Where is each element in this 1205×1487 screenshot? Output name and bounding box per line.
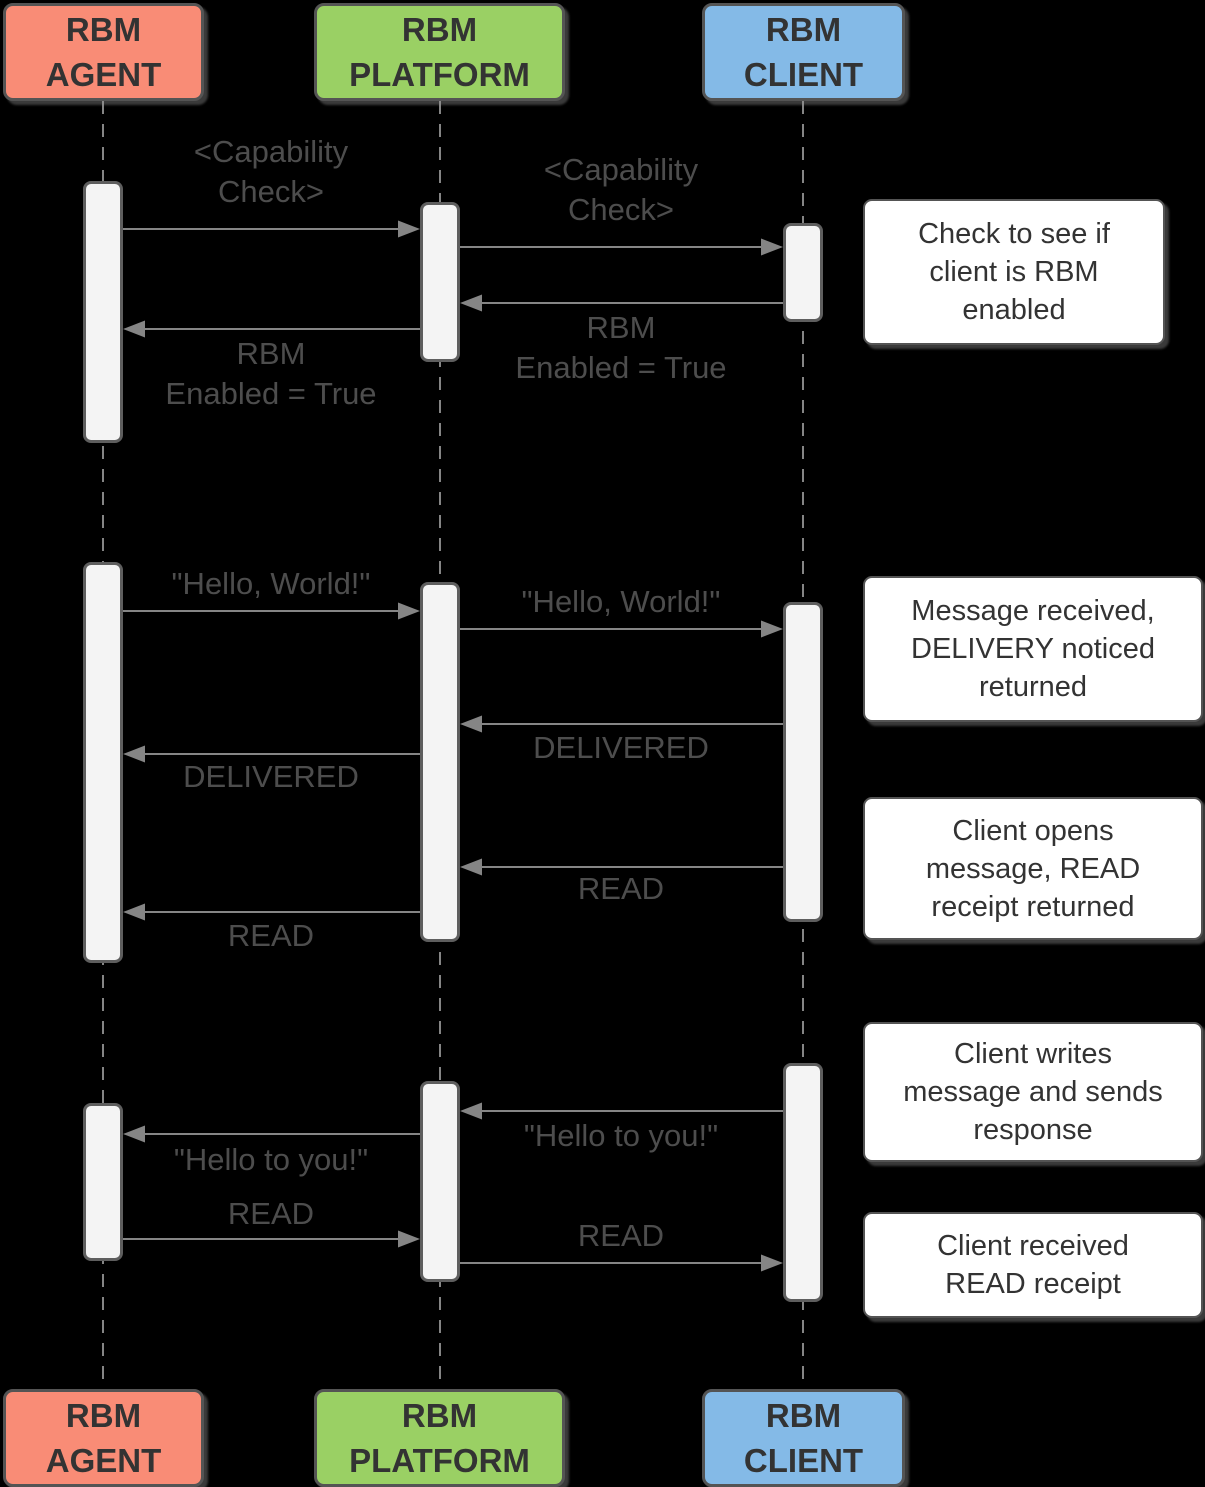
- arrowhead-capability-platform-to-client: [761, 238, 783, 256]
- label-capability-check-left: <Capability Check>: [193, 134, 349, 209]
- label-rbm-enabled-right: RBM Enabled = True: [515, 310, 727, 385]
- arrowhead-read-agent-to-platform: [398, 1230, 420, 1248]
- arrowhead-delivered-platform-to-agent: [123, 745, 145, 763]
- note-capability-check: Check to see if client is RBM enabled: [863, 199, 1165, 345]
- arrowhead-read-platform-to-client: [761, 1254, 783, 1272]
- activation-client-1: [783, 223, 823, 322]
- arrowhead-hello-to-you-platform-to-agent: [123, 1125, 145, 1143]
- arrowhead-enabled-platform-to-agent: [123, 320, 145, 338]
- note-message-delivered: Message received, DELIVERY noticed retur…: [863, 576, 1203, 722]
- label-capability-check-right: <Capability Check>: [543, 152, 699, 227]
- note-read-received: Client received READ receipt: [863, 1212, 1203, 1318]
- arrowhead-hello-world-platform-to-client: [761, 620, 783, 638]
- activation-agent-2: [83, 562, 123, 963]
- label-read-left-2: READ: [227, 1196, 315, 1231]
- label-delivered-right: DELIVERED: [533, 730, 709, 765]
- actor-rbm-agent-top: RBM AGENT: [3, 3, 204, 101]
- activation-platform-1: [420, 202, 460, 362]
- note-client-response: Client writes message and sends response: [863, 1022, 1203, 1162]
- arrowhead-read-platform-to-agent: [123, 903, 145, 921]
- activation-platform-2: [420, 582, 460, 942]
- activation-agent-3: [83, 1103, 123, 1261]
- label-delivered-left: DELIVERED: [183, 759, 359, 794]
- actor-rbm-platform-top: RBM PLATFORM: [314, 3, 565, 101]
- note-read-receipt: Client opens message, READ receipt retur…: [863, 797, 1203, 940]
- label-hello-world-left: "Hello, World!": [171, 566, 371, 601]
- label-rbm-enabled-left: RBM Enabled = True: [165, 336, 377, 411]
- label-read-right: READ: [577, 871, 665, 906]
- actor-rbm-client-top: RBM CLIENT: [702, 3, 905, 101]
- label-read-right-2: READ: [577, 1218, 665, 1253]
- arrowhead-hello-to-you-client-to-platform: [460, 1102, 482, 1120]
- activation-client-2: [783, 602, 823, 922]
- actor-rbm-agent-bottom: RBM AGENT: [3, 1389, 204, 1487]
- arrowhead-read-client-to-platform: [460, 858, 482, 876]
- arrowhead-delivered-client-to-platform: [460, 715, 482, 733]
- label-hello-to-you-right: "Hello to you!": [523, 1118, 719, 1153]
- label-hello-to-you-left: "Hello to you!": [173, 1142, 369, 1177]
- label-hello-world-right: "Hello, World!": [521, 584, 721, 619]
- arrowhead-capability-agent-to-platform: [398, 220, 420, 238]
- arrowhead-enabled-client-to-platform: [460, 294, 482, 312]
- activation-platform-3: [420, 1081, 460, 1282]
- actor-rbm-client-bottom: RBM CLIENT: [702, 1389, 905, 1487]
- activation-agent-1: [83, 181, 123, 443]
- actor-rbm-platform-bottom: RBM PLATFORM: [314, 1389, 565, 1487]
- label-read-left: READ: [227, 918, 315, 953]
- arrowhead-hello-world-agent-to-platform: [398, 602, 420, 620]
- activation-client-3: [783, 1063, 823, 1302]
